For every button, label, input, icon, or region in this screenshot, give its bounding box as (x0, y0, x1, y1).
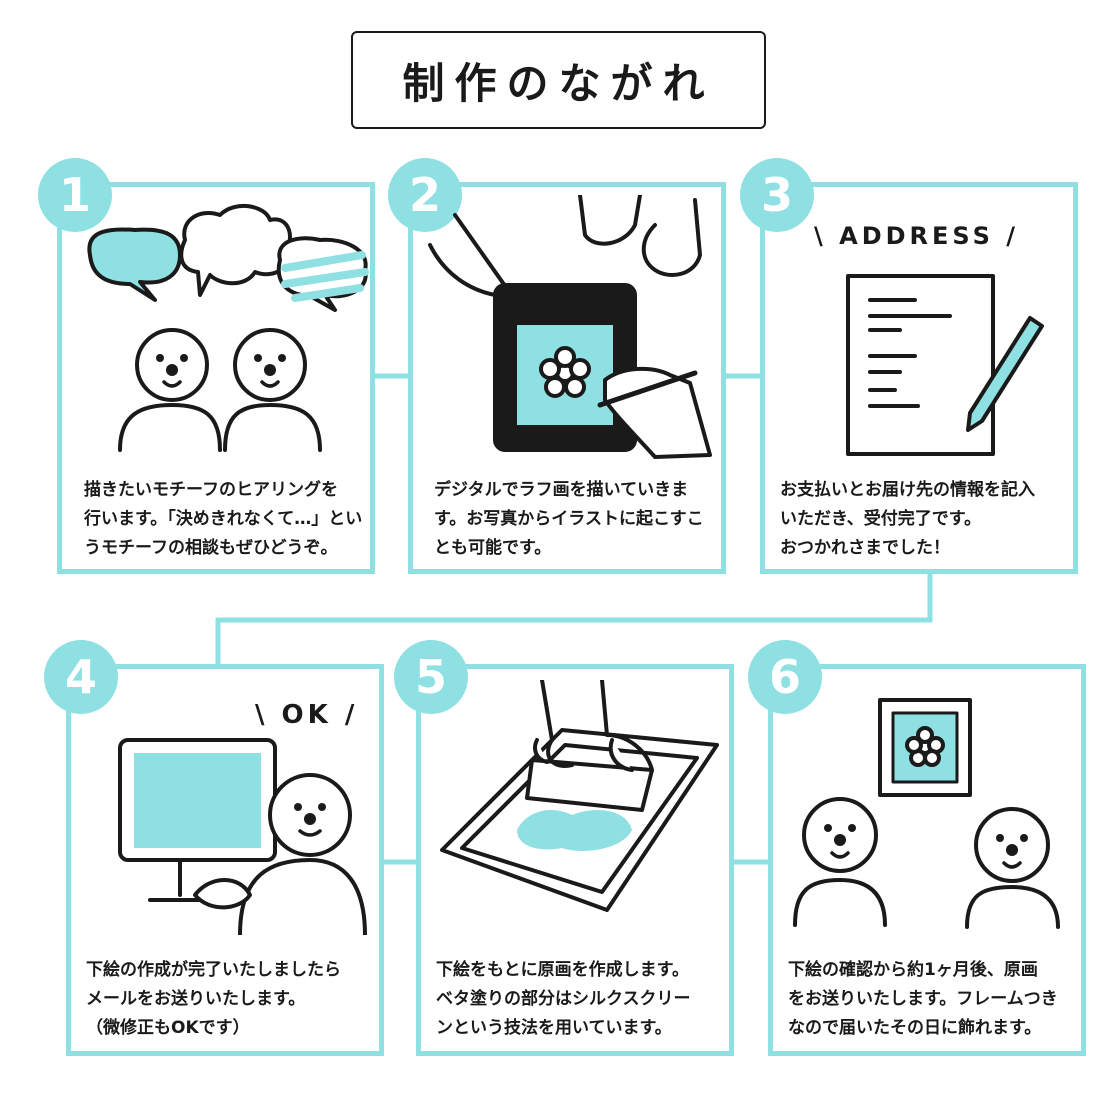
silkscreen-illustration (440, 680, 719, 912)
title-box: 制作のながれ (351, 31, 766, 129)
step-number-1: 1 (38, 158, 112, 232)
address-form-illustration (846, 274, 1044, 456)
step-6-description: 下絵の確認から約1ヶ月後、原画 をお送りいたします。フレームつき なので届いたそ… (788, 960, 1058, 1038)
step-3-description: お支払いとお届け先の情報を記入 いただき、受付完了です。 おつかれさまでした！ (780, 480, 1035, 558)
drawing-tablet-illustration (428, 195, 712, 459)
computer-illustration (118, 738, 367, 935)
step-number-2: 2 (388, 158, 462, 232)
hearing-illustration (87, 203, 369, 452)
step-number-4: 4 (44, 640, 118, 714)
step-4-description: 下絵の作成が完了いたしましたら メールをお送りいたします。 （微修正もOKです） (86, 960, 341, 1038)
step-number-3: 3 (740, 158, 814, 232)
step-2-description: デジタルでラフ画を描いていきま す。お写真からイラストに起こすこ とも可能です。 (434, 480, 704, 558)
step-1-description: 描きたいモチーフのヒアリングを 行います。「決めきれなくて…」とい うモチーフの… (84, 480, 363, 558)
step-number-5: 5 (394, 640, 468, 714)
step-number-6: 6 (748, 640, 822, 714)
page-title: 制作のながれ (402, 58, 715, 108)
step-5-description: 下絵をもとに原画を作成します。 ベタ塗りの部分はシルクスクリー ンという技法を用… (436, 960, 691, 1038)
address-label: \ ADDRESS / (814, 222, 1020, 250)
delivery-illustration (793, 698, 1060, 929)
ok-label: \ OK / (255, 700, 359, 730)
